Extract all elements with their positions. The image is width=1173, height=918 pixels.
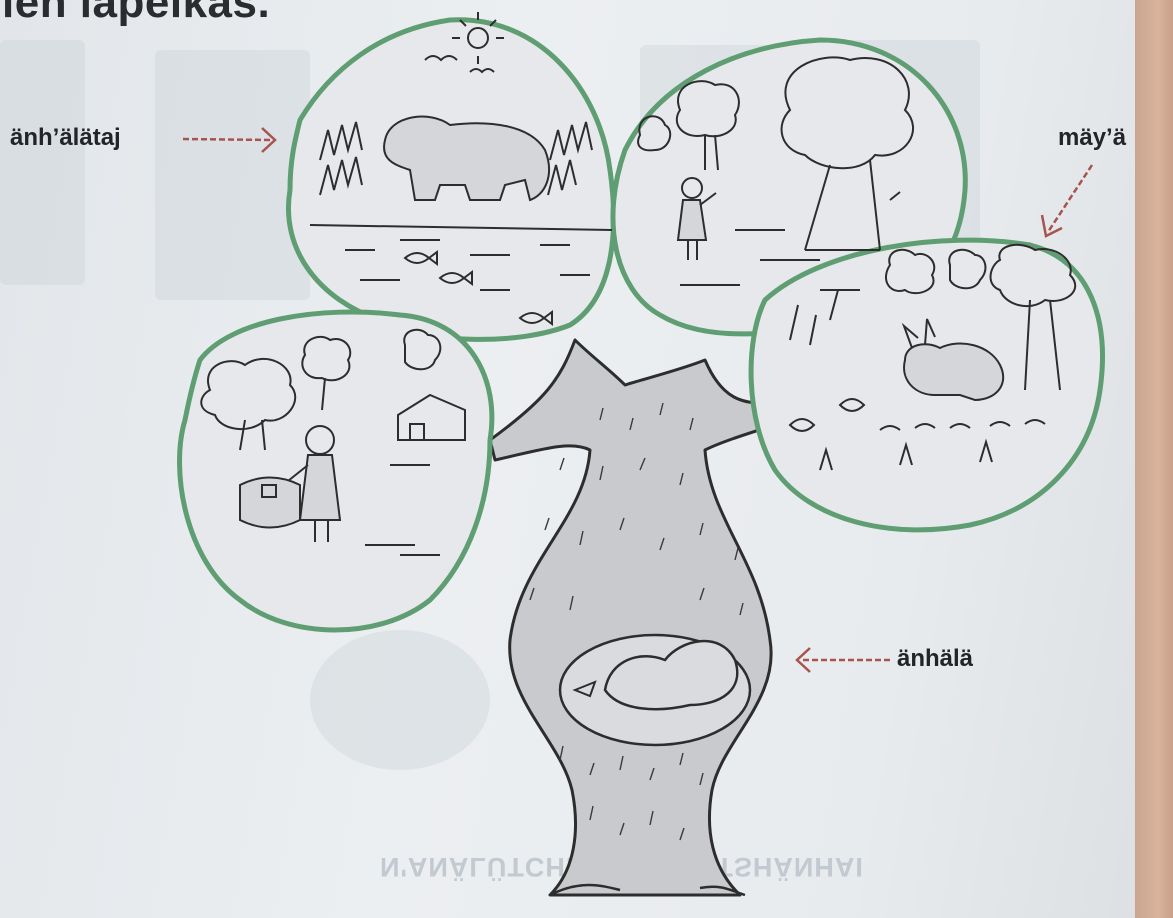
label-top-right: mäy’ä	[1058, 124, 1126, 152]
label-right: änhälä	[897, 645, 973, 673]
arrow-top-right	[1042, 165, 1092, 236]
label-top-left: änh’älätaj	[10, 124, 121, 152]
arrow-right	[797, 648, 890, 672]
tree-trunk	[490, 340, 790, 895]
canopy-left	[180, 312, 492, 630]
